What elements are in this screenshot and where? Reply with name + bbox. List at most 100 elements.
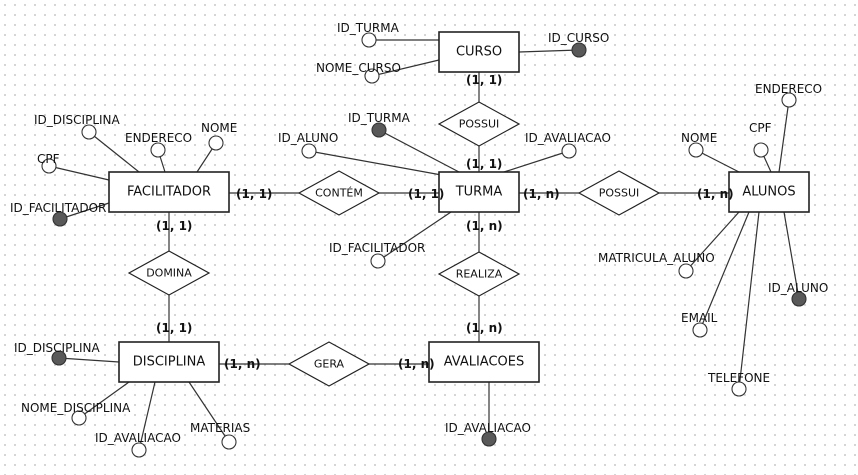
attribute-aval-id-avaliacao[interactable]: ID_AVALIACAO <box>445 421 531 447</box>
attribute-marker <box>370 253 386 269</box>
attribute-marker <box>361 32 377 48</box>
relationship-realiza-label: REALIZA <box>456 268 503 281</box>
attribute-label: ENDERECO <box>125 131 192 145</box>
attribute-disc-id-disciplina[interactable]: ID_DISCIPLINA <box>14 341 101 366</box>
entity-alunos[interactable]: ALUNOS <box>728 171 810 213</box>
relationship-possui-alunos[interactable]: POSSUI <box>577 170 661 216</box>
entity-facilitador[interactable]: FACILITADOR <box>108 171 230 213</box>
attribute-label: CPF <box>749 121 772 135</box>
attribute-turma-id-aluno[interactable]: ID_ALUNO <box>278 131 338 159</box>
attribute-marker <box>561 143 577 159</box>
attribute-fac-nome[interactable]: NOME <box>201 121 237 151</box>
cardinality-turma-possui: (1, n) <box>523 187 560 201</box>
attribute-marker <box>71 410 87 426</box>
attribute-label: ID_FACILITADOR <box>10 201 106 215</box>
attr-line-alunos-telefone <box>738 211 760 390</box>
relationship-possui-curso-label: POSSUI <box>459 118 500 131</box>
attribute-alunos-endereco[interactable]: ENDERECO <box>755 82 822 108</box>
primary-key-marker <box>371 122 387 138</box>
attribute-fac-endereco[interactable]: ENDERECO <box>125 131 192 158</box>
attribute-turma-id-avaliacao[interactable]: ID_AVALIACAO <box>525 131 611 159</box>
attribute-marker <box>208 135 224 151</box>
entity-turma[interactable]: TURMA <box>438 171 520 213</box>
attribute-fac-id-facilitador[interactable]: ID_FACILITADOR <box>10 201 106 227</box>
attribute-alunos-nome[interactable]: NOME <box>681 131 717 158</box>
attribute-label: ID_DISCIPLINA <box>34 113 121 127</box>
attribute-curso-id-turma[interactable]: ID_TURMA <box>337 21 400 48</box>
attribute-curso-id-curso[interactable]: ID_CURSO <box>548 31 609 58</box>
relationship-gera[interactable]: GERA <box>287 341 371 387</box>
attribute-alunos-matricula[interactable]: MATRICULA_ALUNO <box>598 251 715 279</box>
attribute-label: ID_TURMA <box>348 111 411 125</box>
attr-line-alunos-matricula <box>685 211 740 272</box>
relationship-contem[interactable]: CONTÉM <box>297 170 381 216</box>
attribute-marker <box>131 442 147 458</box>
cardinality-gera-avaliacoes: (1, n) <box>398 357 435 371</box>
attribute-label: MATERIAS <box>190 421 250 435</box>
cardinality-facilitador-contem: (1, 1) <box>236 187 272 201</box>
entity-curso[interactable]: CURSO <box>438 31 520 73</box>
entity-avaliacoes-label: AVALIACOES <box>444 355 525 370</box>
attribute-marker <box>221 434 237 450</box>
cardinality-disciplina-gera: (1, n) <box>224 357 261 371</box>
attribute-label: ID_AVALIACAO <box>445 421 531 435</box>
attribute-marker <box>731 381 747 397</box>
attr-line-alunos-endereco <box>778 99 790 173</box>
attribute-label: ID_ALUNO <box>768 281 828 295</box>
relationship-domina[interactable]: DOMINA <box>127 250 211 296</box>
relationship-contem-label: CONTÉM <box>315 187 363 200</box>
attr-line-turma-id-turma <box>378 129 460 173</box>
attribute-alunos-id-aluno[interactable]: ID_ALUNO <box>768 281 828 307</box>
attr-line-curso-id-curso <box>518 49 580 53</box>
attribute-marker <box>81 124 97 140</box>
attribute-label: NOME_DISCIPLINA <box>21 401 131 415</box>
attr-line-disc-materias <box>188 381 230 443</box>
attribute-curso-nome-curso[interactable]: NOME_CURSO <box>316 61 401 84</box>
attribute-marker <box>150 142 166 158</box>
attribute-alunos-email[interactable]: EMAIL <box>681 311 718 338</box>
entity-disciplina-label: DISCIPLINA <box>133 355 206 370</box>
relationship-realiza[interactable]: REALIZA <box>437 251 521 297</box>
attr-line-turma-id-avaliacao <box>503 150 570 173</box>
attribute-label: NOME <box>681 131 717 145</box>
attribute-label: EMAIL <box>681 311 718 325</box>
attribute-turma-id-facilitador[interactable]: ID_FACILITADOR <box>329 241 425 269</box>
cardinality-realiza-avaliacoes: (1, n) <box>466 321 503 335</box>
cardinality-possui-alunos: (1, n) <box>697 187 734 201</box>
primary-key-marker <box>791 291 807 307</box>
attribute-fac-cpf[interactable]: CPF <box>37 152 60 174</box>
attribute-disc-id-avaliacao[interactable]: ID_AVALIACAO <box>95 431 181 458</box>
attr-line-fac-id-facilitador <box>59 202 110 220</box>
connector-lines <box>48 39 800 451</box>
cardinality-possui-turma: (1, 1) <box>466 157 502 171</box>
attribute-disc-nome-disciplina[interactable]: NOME_DISCIPLINA <box>21 401 131 426</box>
relationship-domina-label: DOMINA <box>146 267 192 280</box>
primary-key-marker <box>571 42 587 58</box>
attribute-turma-id-turma[interactable]: ID_TURMA <box>348 111 411 138</box>
attribute-marker <box>41 158 57 174</box>
relationship-possui-curso[interactable]: POSSUI <box>437 101 521 147</box>
attribute-marker <box>364 68 380 84</box>
attribute-disc-materias[interactable]: MATERIAS <box>190 421 250 450</box>
attr-line-fac-cpf <box>48 165 110 181</box>
attribute-marker <box>301 143 317 159</box>
relationship-gera-label: GERA <box>314 358 345 371</box>
attr-line-fac-id-disciplina <box>88 131 140 173</box>
attribute-label: ID_DISCIPLINA <box>14 341 101 355</box>
entity-facilitador-label: FACILITADOR <box>127 185 211 200</box>
attribute-alunos-telefone[interactable]: TELEFONE <box>707 371 770 397</box>
attribute-fac-id-disciplina[interactable]: ID_DISCIPLINA <box>34 113 121 140</box>
entity-avaliacoes[interactable]: AVALIACOES <box>428 341 540 383</box>
primary-key-marker <box>51 350 67 366</box>
attr-line-turma-id-aluno <box>308 150 448 177</box>
attribute-label: MATRICULA_ALUNO <box>598 251 715 265</box>
cardinality-turma-realiza: (1, n) <box>466 219 503 233</box>
attribute-label: ID_CURSO <box>548 31 609 45</box>
attribute-marker <box>692 322 708 338</box>
attr-line-alunos-email <box>699 211 750 331</box>
attribute-label: ID_FACILITADOR <box>329 241 425 255</box>
cardinality-curso-possui: (1, 1) <box>466 73 502 87</box>
attribute-alunos-cpf[interactable]: CPF <box>749 121 772 158</box>
entity-disciplina[interactable]: DISCIPLINA <box>118 341 220 383</box>
